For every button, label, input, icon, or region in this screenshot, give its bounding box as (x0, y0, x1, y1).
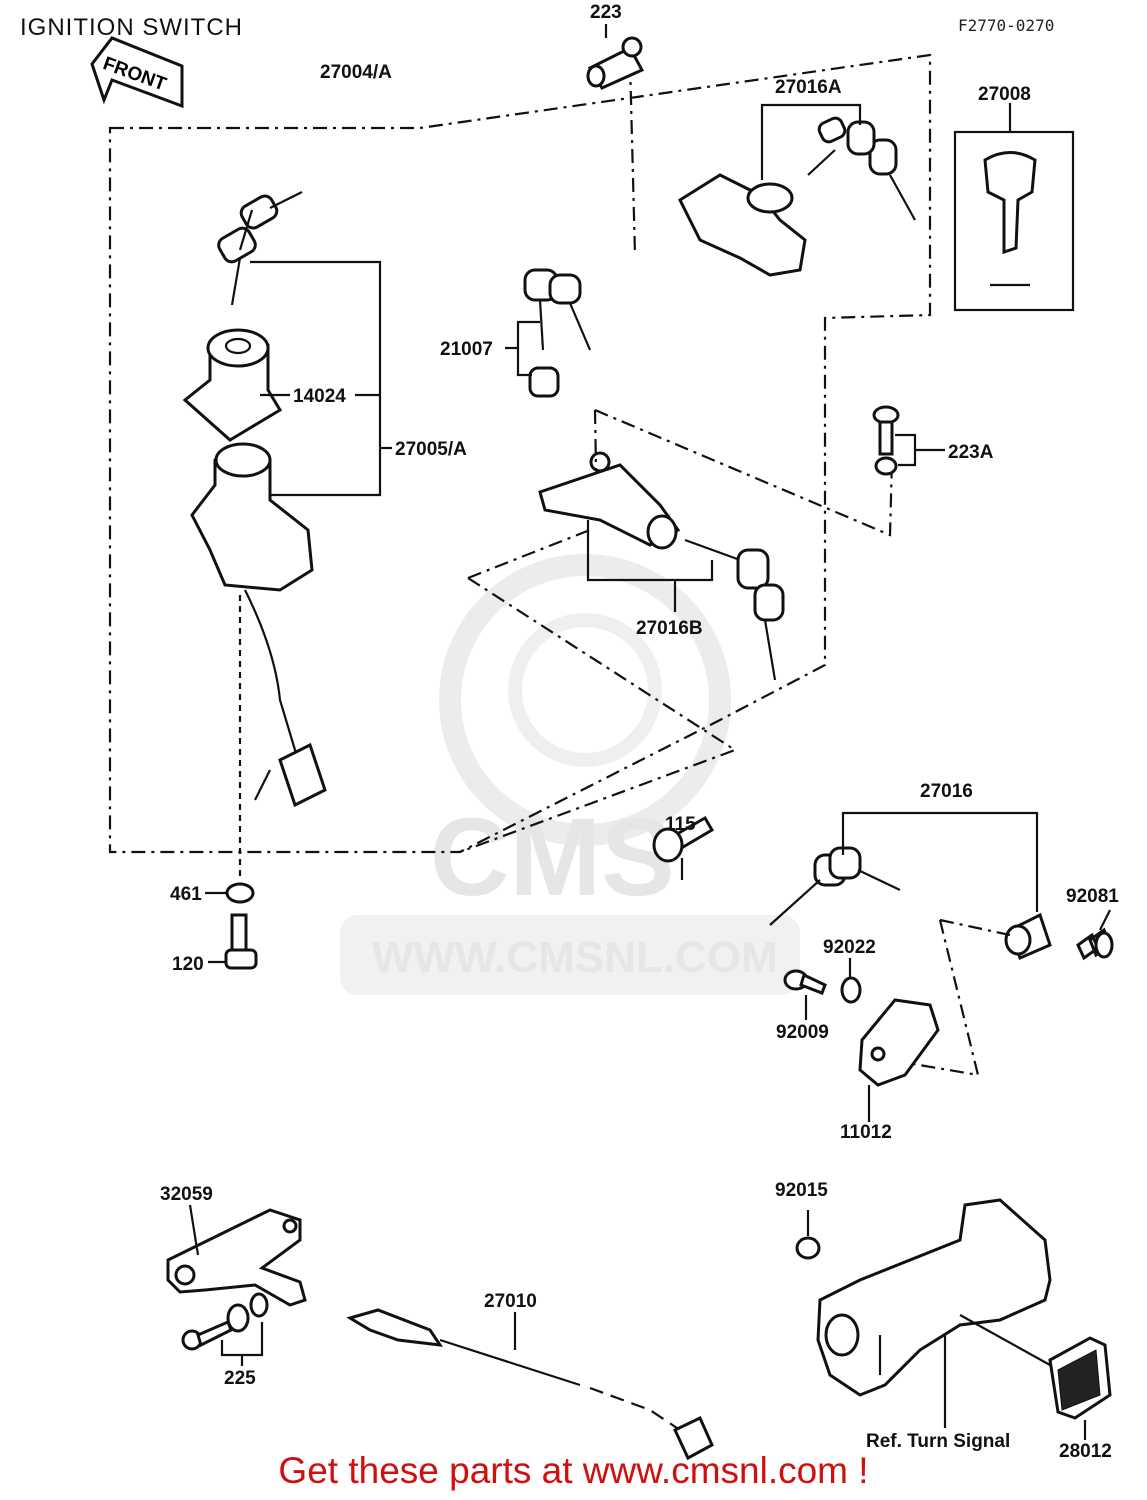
bolt-120-icon (224, 913, 258, 970)
label-27004A: 27004/A (320, 62, 392, 83)
plate-11012-icon (858, 998, 940, 1087)
front-arrow-icon: FRONT (90, 36, 184, 109)
label-28012: 28012 (1059, 1441, 1112, 1462)
label-92009: 92009 (776, 1022, 829, 1043)
bracket-27005A (250, 260, 382, 497)
label-27016B: 27016B (636, 618, 703, 639)
leader-32059 (188, 1204, 200, 1256)
bracket-32059-icon (166, 1208, 307, 1307)
collar-92022-icon (840, 976, 862, 1004)
boundary-27016B (467, 528, 591, 580)
nut-92015-icon (795, 1236, 821, 1260)
label-21007: 21007 (440, 339, 493, 360)
screw-92009-icon (783, 969, 827, 995)
label-32059: 32059 (160, 1184, 213, 1205)
ignition-switch-body-icon (190, 442, 327, 808)
key-set-27016-icon (769, 846, 901, 926)
bracket-27016 (841, 811, 1039, 912)
bracket-27016A (760, 103, 862, 180)
figure-code: F2770-0270 (958, 16, 1055, 35)
helmet-lock-27016A-icon (678, 116, 916, 277)
label-27016: 27016 (920, 781, 973, 802)
label-223: 223 (590, 2, 622, 23)
screw-223A-icon (872, 405, 900, 476)
bracket-27016B (586, 520, 714, 582)
label-ref-turn-signal: Ref. Turn Signal (866, 1431, 1010, 1452)
leader-92081 (1099, 909, 1111, 931)
assembly-boundary-27004A (108, 53, 932, 854)
cable-27010-icon (346, 1308, 714, 1461)
cylinder-and-spring-icon (1004, 912, 1114, 961)
label-11012: 11012 (840, 1122, 892, 1143)
watermark-url-band (340, 915, 800, 995)
boundary-short (593, 409, 598, 471)
key-set-icon (217, 191, 303, 306)
boundary-line (628, 61, 637, 256)
boundary-27016B-lower (459, 577, 738, 854)
key-blank-icon (983, 151, 1037, 255)
key-blank-27008-box (953, 103, 1075, 312)
label-223A: 223A (948, 442, 994, 463)
label-225: 225 (224, 1368, 256, 1389)
watermark: CMS WWW.CMSNL.COM (340, 554, 800, 995)
footer-link[interactable]: Get these parts at www.cmsnl.com ! (278, 1450, 869, 1491)
screw-225-icon (181, 1292, 269, 1351)
label-120: 120 (172, 954, 204, 975)
leader-28012-link (959, 1314, 1051, 1366)
bracket-223A (895, 433, 917, 467)
washer-461-icon (225, 882, 255, 904)
boundary-92081 (939, 918, 1011, 937)
watermark-mascot-icon (439, 554, 731, 846)
turn-signal-bracket-icon (816, 1198, 1052, 1397)
watermark-face-icon (508, 613, 662, 767)
label-92015: 92015 (775, 1180, 828, 1201)
label-27016A: 27016A (775, 77, 842, 98)
label-461: 461 (170, 884, 202, 905)
label-27005A: 27005/A (395, 439, 467, 460)
label-27010: 27010 (484, 1291, 537, 1312)
label-92022: 92022 (823, 937, 876, 958)
key-cylinder-21007-icon (523, 268, 592, 398)
watermark-url: WWW.CMSNL.COM (372, 933, 778, 982)
lock-cylinder-14024-icon (182, 328, 283, 442)
label-92081: 92081 (1066, 886, 1119, 907)
label-14024: 14024 (293, 386, 346, 407)
page-title: IGNITION SWITCH (20, 14, 243, 41)
watermark-logo: CMS (430, 796, 674, 919)
grommet-28012-icon (1048, 1336, 1112, 1420)
boundary-223A (594, 408, 894, 537)
label-115: 115 (665, 814, 696, 835)
seat-lock-27016B-icon (538, 451, 785, 681)
bolt-115-icon (652, 815, 715, 863)
label-27008: 27008 (978, 84, 1031, 105)
screw-223-icon (586, 36, 645, 90)
